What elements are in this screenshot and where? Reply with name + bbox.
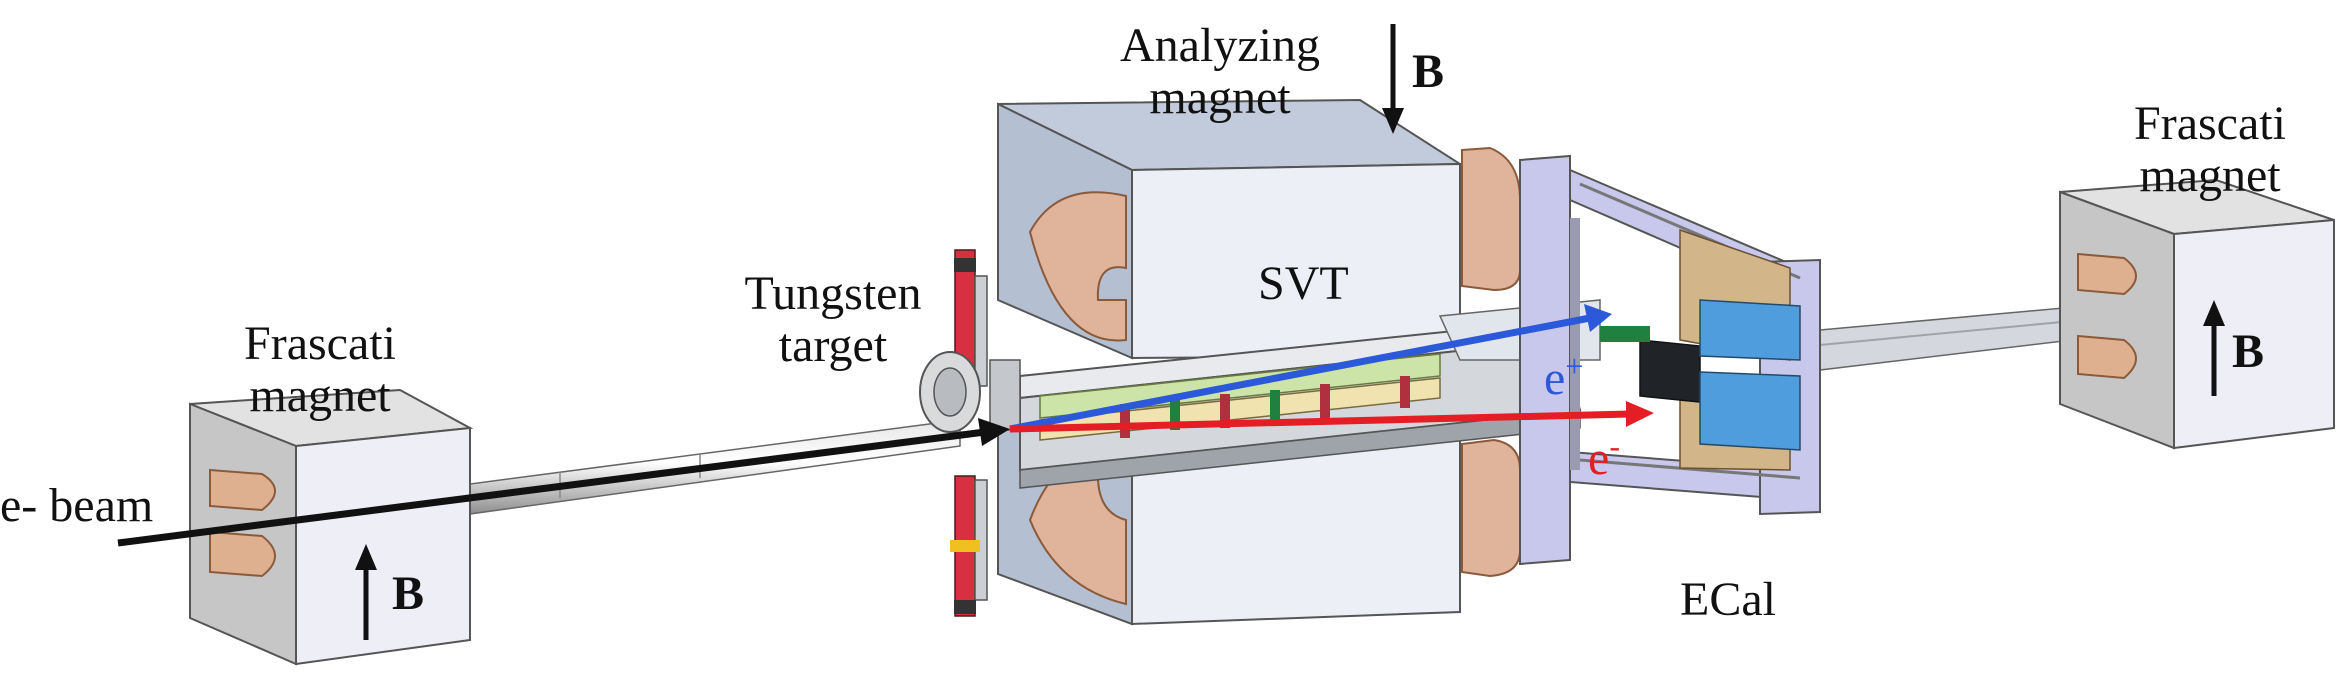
frascati-right-label: Frascati magnet xyxy=(2100,98,2320,202)
ecal-crystals xyxy=(1600,228,1801,471)
positron-label: e+ xyxy=(1544,340,1583,405)
tungsten-target-label-line1: Tungsten xyxy=(744,267,922,320)
electron-track xyxy=(1009,401,1654,433)
svt-label: SVT xyxy=(1258,257,1349,310)
electron-label: e- xyxy=(1588,420,1620,485)
tungsten-target-assembly xyxy=(919,249,1021,617)
field-label-analyzing: B xyxy=(1412,45,1445,98)
analyzing-magnet-label-line1: Analyzing xyxy=(1120,19,1320,72)
frascati-right-label-line1: Frascati xyxy=(2134,97,2286,150)
frascati-magnet-left xyxy=(189,388,474,666)
field-label-right: B xyxy=(2232,325,2265,378)
electron-label-base: e xyxy=(1588,432,1610,485)
tungsten-target-label-line2: target xyxy=(778,319,888,372)
frascati-left-label-line2: magnet xyxy=(249,369,391,422)
copper-coil-left-upper xyxy=(209,468,276,512)
copper-coil-right-upper xyxy=(2077,252,2137,296)
analyzing-magnet-label: Analyzing magnet xyxy=(1100,20,1340,124)
positron-label-base: e xyxy=(1544,352,1566,405)
frascati-magnet-right xyxy=(2059,178,2335,450)
copper-coil-right-bottom xyxy=(1461,438,1521,578)
beam-label: e- beam xyxy=(0,479,154,532)
frascati-right-label-line2: magnet xyxy=(2139,149,2281,202)
analyzing-magnet-label-line2: magnet xyxy=(1149,71,1291,124)
copper-coil-upper xyxy=(1028,191,1127,342)
positron-label-sup: + xyxy=(1565,348,1584,384)
field-arrow-right xyxy=(2203,300,2225,396)
frascati-left-label: Frascati magnet xyxy=(220,318,420,422)
field-label-left: B xyxy=(392,567,425,620)
field-arrow-left xyxy=(355,544,377,640)
ecal-label: ECal xyxy=(1680,573,1776,626)
copper-coil-right-lower xyxy=(2077,334,2137,380)
field-arrow-analyzing xyxy=(1382,24,1404,134)
copper-coil-left-lower xyxy=(209,530,276,578)
electron-label-sup: - xyxy=(1609,428,1620,464)
positron-track xyxy=(1009,304,1612,433)
tungsten-target-label: Tungsten target xyxy=(728,268,938,372)
copper-coil-right-top xyxy=(1461,146,1521,292)
electron-beam-arrow xyxy=(117,418,1010,547)
frascati-left-label-line1: Frascati xyxy=(244,317,396,370)
